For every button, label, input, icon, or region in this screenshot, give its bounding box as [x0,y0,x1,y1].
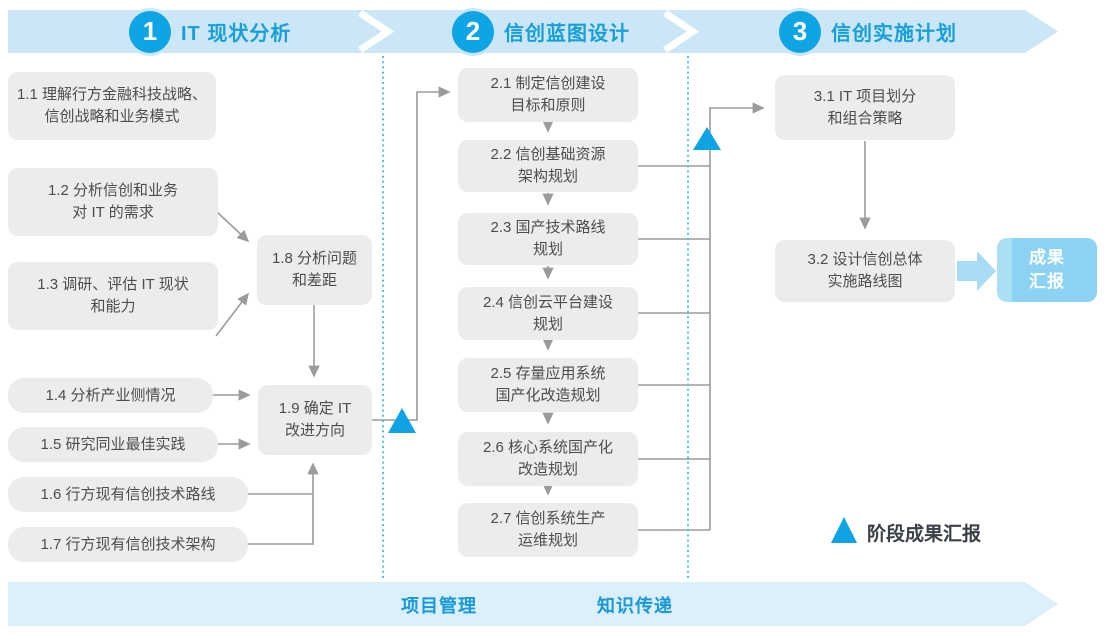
phase-2-header: 2 信创蓝图设计 [452,10,630,53]
step-box-1-6: 1.6 行方现有信创技术路线 [8,477,248,512]
step-box-3-2: 3.2 设计信创总体 实施路线图 [775,240,955,302]
step-box-2-4: 2.4 信创云平台建设 规划 [458,287,638,340]
step-box-2-1: 2.1 制定信创建设 目标和原则 [458,68,638,122]
connector-trunk-to-31 [709,102,765,530]
step-box-1-4: 1.4 分析产业侧情况 [8,378,213,413]
step-box-2-5: 2.5 存量应用系统 国产化改造规划 [458,358,638,412]
step-box-1-3: 1.3 调研、评估 IT 现状 和能力 [8,262,218,330]
connector-19-to-21 [372,86,451,421]
phase-1-number-badge: 1 [129,10,171,53]
connector-13-to-18 [215,292,249,337]
step-box-1-8: 1.8 分析问题 和差距 [257,235,372,305]
phase-3-number-badge: 3 [779,10,821,53]
step-box-2-2: 2.2 信创基础资源 架构规划 [458,140,638,192]
phase-3-header: 3 信创实施计划 [779,10,957,53]
phase-2-title: 信创蓝图设计 [504,23,630,45]
step-box-1-9: 1.9 确定 IT 改进方向 [258,385,372,455]
step-box-2-6: 2.6 核心系统国产化 改造规划 [458,432,638,486]
phase-banner [8,10,1058,53]
step-box-1-1: 1.1 理解行方金融科技战略、 信创战略和业务模式 [8,72,216,140]
legend-label: 阶段成果汇报 [867,524,982,545]
step-box-3-1: 3.1 IT 项目划分 和组合策略 [775,75,955,140]
step-box-2-7: 2.7 信创系统生产 运维规划 [458,503,638,557]
step-box-1-2: 1.2 分析信创和业务 对 IT 的需求 [8,168,218,236]
result-report-box: 成果 汇报 [997,238,1097,302]
footer-banner [8,582,1058,626]
step-box-2-3: 2.3 国产技术路线 规划 [458,213,638,265]
result-arrow-icon [957,251,996,291]
phase-1-header: 1 IT 现状分析 [129,10,291,53]
connector-17-to-19 [248,462,319,545]
step-box-1-7: 1.7 行方现有信创技术架构 [8,527,248,562]
legend-triangle-icon [831,517,857,543]
footer-label-knowledge-transfer: 知识传递 [597,596,673,616]
connector-12-to-18 [215,210,250,243]
milestone-triangle-icon [388,408,416,433]
phase-1-title: IT 现状分析 [181,23,292,45]
footer-label-project-management: 项目管理 [401,596,477,616]
step-box-1-5: 1.5 研究同业最佳实践 [8,427,218,462]
phase-3-title: 信创实施计划 [831,23,957,45]
milestone-triangle-icon [693,127,721,150]
phase-2-number-badge: 2 [452,10,494,53]
